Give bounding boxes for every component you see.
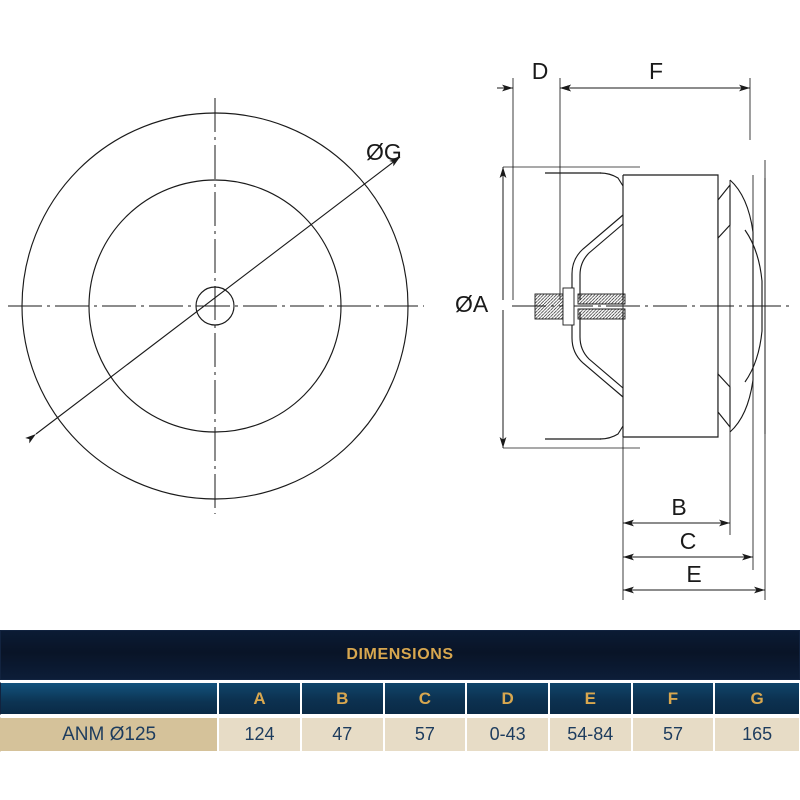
diameter-a-label: ØA bbox=[455, 291, 489, 317]
valve-body-top-fillet bbox=[599, 172, 624, 187]
column-header-d: D bbox=[466, 682, 549, 715]
dimension-b-label: B bbox=[671, 494, 686, 520]
face-plate-lower-lip bbox=[717, 372, 731, 429]
column-header-f: F bbox=[631, 682, 715, 715]
spindle-thread-upper bbox=[577, 293, 626, 305]
front-view-outer-circle bbox=[21, 112, 409, 500]
column-header-a: A bbox=[218, 682, 301, 715]
dimension-e-label: E bbox=[686, 561, 701, 587]
cell-e: 54-84 bbox=[548, 717, 632, 752]
dimensions-table-header-row: A B C D E F G bbox=[0, 682, 800, 715]
bracket-arm-upper-inner bbox=[579, 223, 624, 300]
dimensions-table-title: DIMENSIONS bbox=[346, 646, 454, 663]
dimension-f-label: F bbox=[649, 58, 663, 84]
cell-model: ANM Ø125 bbox=[0, 717, 219, 752]
bracket-arm-lower-inner bbox=[579, 312, 624, 389]
face-plate-upper-lip bbox=[717, 183, 731, 240]
bracket-arm-upper-outer bbox=[571, 214, 624, 300]
dimensions-table: DIMENSIONS A B C D E F G ANM Ø125 124 47… bbox=[0, 630, 800, 752]
front-view-group bbox=[8, 98, 424, 514]
column-header-model bbox=[0, 682, 219, 715]
side-view-extension-lines bbox=[503, 78, 766, 600]
diameter-g-dimension-line bbox=[25, 156, 401, 444]
dimensions-table-title-row: DIMENSIONS bbox=[0, 630, 800, 680]
cell-c: 57 bbox=[383, 717, 467, 752]
column-header-c: C bbox=[383, 682, 467, 715]
dimension-d-label: D bbox=[532, 58, 549, 84]
valve-body-bottom-fillet bbox=[599, 425, 624, 440]
dimension-c-label: C bbox=[680, 528, 697, 554]
column-header-e: E bbox=[548, 682, 632, 715]
spindle-collar bbox=[562, 287, 575, 326]
cell-f: 57 bbox=[631, 717, 715, 752]
cell-b: 47 bbox=[300, 717, 384, 752]
column-header-g: G bbox=[714, 682, 800, 715]
cell-g: 165 bbox=[714, 717, 800, 752]
valve-body-outline bbox=[623, 174, 719, 438]
spindle-thread-left bbox=[534, 293, 564, 320]
cell-a: 124 bbox=[218, 717, 301, 752]
spindle-thread-lower bbox=[577, 308, 626, 320]
column-header-b: B bbox=[300, 682, 384, 715]
table-row: ANM Ø125 124 47 57 0-43 54-84 57 165 bbox=[0, 717, 800, 752]
side-view-group bbox=[497, 78, 790, 600]
cell-d: 0-43 bbox=[466, 717, 549, 752]
bracket-arm-lower-outer bbox=[571, 312, 624, 398]
diameter-g-label: ØG bbox=[366, 139, 402, 165]
